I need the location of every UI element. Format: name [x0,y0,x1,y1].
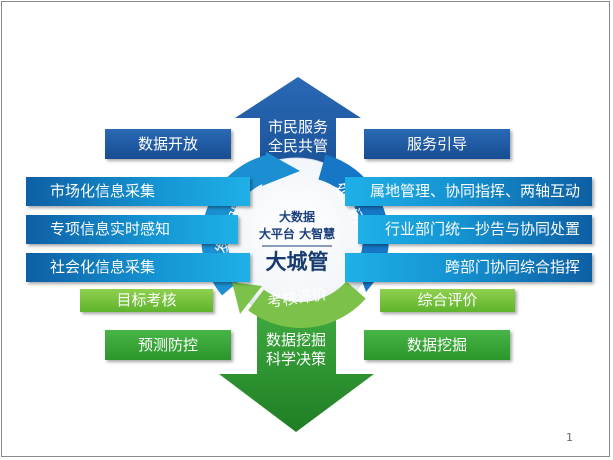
market-collect-box: 市场化信息采集 [26,177,250,206]
local-mgmt-box: 属地管理、协同指挥、两轴互动 [345,177,592,206]
overall-eval-box: 综合评价 [380,289,515,312]
assess-arrowhead [232,282,262,314]
assess-arc [248,281,366,328]
open-data-box: 数据开放 [105,129,231,159]
industry-dept-box: 行业部门统一抄告与协同处置 [358,215,592,244]
center-line2: 大平台 大智慧 [259,226,335,241]
data-mining-box: 数据挖掘 [364,330,510,360]
top-arrow-line2: 全民共管 [268,137,328,155]
service-guide-box: 服务引导 [364,129,510,159]
bottom-arrow-shape [219,308,374,432]
center-line1: 大数据 [279,209,315,224]
discover-arrowhead [262,152,300,186]
bottom-arrow-line2: 科学决策 [266,350,326,368]
social-collect-box: 社会化信息采集 [26,253,250,282]
page-number: 1 [566,431,573,444]
target-assess-box: 目标考核 [80,289,213,312]
forecast-control-box: 预测防控 [105,330,231,360]
special-perception-box: 专项信息实时感知 [26,215,238,244]
bottom-arrow-line1: 数据挖掘 [266,331,326,349]
center-title: 大城管 [266,250,329,274]
cross-dept-box: 跨部门协同综合指挥 [345,253,592,282]
top-arrow-line1: 市民服务 [268,118,328,136]
